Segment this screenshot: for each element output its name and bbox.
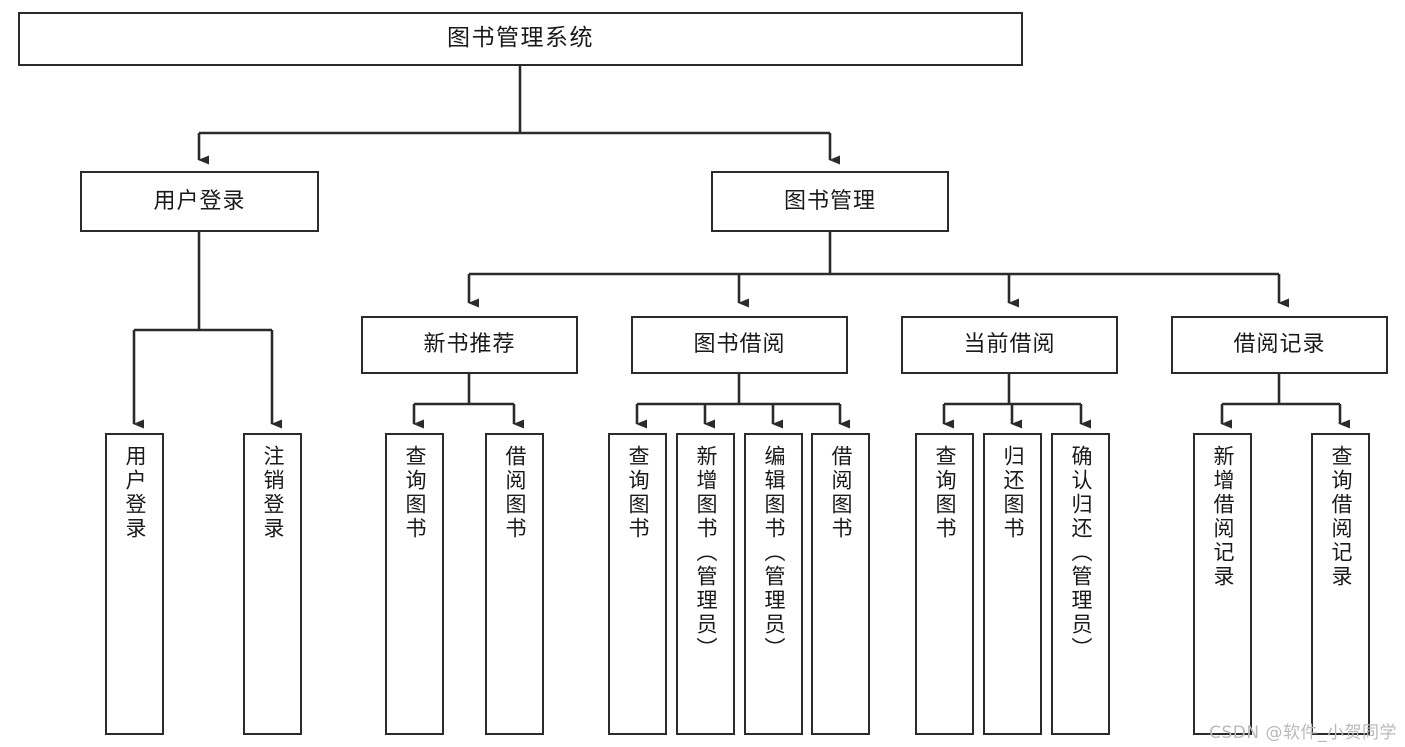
- leaf-borrow-query-book[interactable]: 查询图书: [608, 433, 667, 735]
- leaf-current-query-book[interactable]: 查询图书: [915, 433, 974, 735]
- node-label: 当前借阅: [963, 332, 1056, 358]
- leaf-recommend-query-book[interactable]: 查询图书: [385, 433, 444, 735]
- leaf-borrow-borrow-book[interactable]: 借阅图书: [811, 433, 870, 735]
- node-label: 新书推荐: [423, 332, 516, 358]
- leaf-borrow-edit-book-admin[interactable]: 编辑图书（管理员）: [744, 433, 803, 735]
- node-label: 查询借阅记录: [1329, 445, 1354, 589]
- node-label: 新增借阅记录: [1211, 445, 1236, 589]
- node-label: 借阅图书: [503, 445, 528, 541]
- node-label: 图书管理: [783, 188, 876, 214]
- leaf-current-confirm-return-admin[interactable]: 确认归还（管理员）: [1051, 433, 1110, 735]
- leaf-record-add-record[interactable]: 新增借阅记录: [1193, 433, 1252, 735]
- node-label: 用户登录: [153, 188, 246, 214]
- node-book-management[interactable]: 图书管理: [711, 171, 949, 232]
- node-label: 注销登录: [261, 445, 286, 541]
- node-label: 用户登录: [123, 445, 148, 541]
- leaf-record-query-record[interactable]: 查询借阅记录: [1311, 433, 1370, 735]
- node-label: 查询图书: [933, 445, 958, 541]
- node-user-login[interactable]: 用户登录: [80, 171, 319, 232]
- leaf-current-return-book[interactable]: 归还图书: [983, 433, 1042, 735]
- leaf-user-login-login[interactable]: 用户登录: [105, 433, 164, 735]
- node-label: 图书管理系统: [447, 25, 594, 52]
- node-label: 新增图书（管理员）: [694, 445, 719, 661]
- leaf-user-login-logout[interactable]: 注销登录: [243, 433, 302, 735]
- node-label: 图书借阅: [693, 332, 786, 358]
- node-label: 查询图书: [626, 445, 651, 541]
- node-label: 确认归还（管理员）: [1069, 445, 1094, 661]
- node-borrow-record[interactable]: 借阅记录: [1171, 316, 1388, 374]
- node-root-system[interactable]: 图书管理系统: [18, 12, 1023, 66]
- node-current-borrow[interactable]: 当前借阅: [901, 316, 1118, 374]
- leaf-recommend-borrow-book[interactable]: 借阅图书: [485, 433, 544, 735]
- node-book-borrow[interactable]: 图书借阅: [631, 316, 848, 374]
- node-label: 编辑图书（管理员）: [762, 445, 787, 661]
- csdn-watermark: CSDN @软件_小贺同学: [1209, 723, 1397, 743]
- node-label: 查询图书: [403, 445, 428, 541]
- leaf-borrow-add-book-admin[interactable]: 新增图书（管理员）: [676, 433, 735, 735]
- node-label: 借阅图书: [829, 445, 854, 541]
- node-label: 归还图书: [1001, 445, 1026, 541]
- node-label: 借阅记录: [1233, 332, 1326, 358]
- node-new-book-recommend[interactable]: 新书推荐: [361, 316, 578, 374]
